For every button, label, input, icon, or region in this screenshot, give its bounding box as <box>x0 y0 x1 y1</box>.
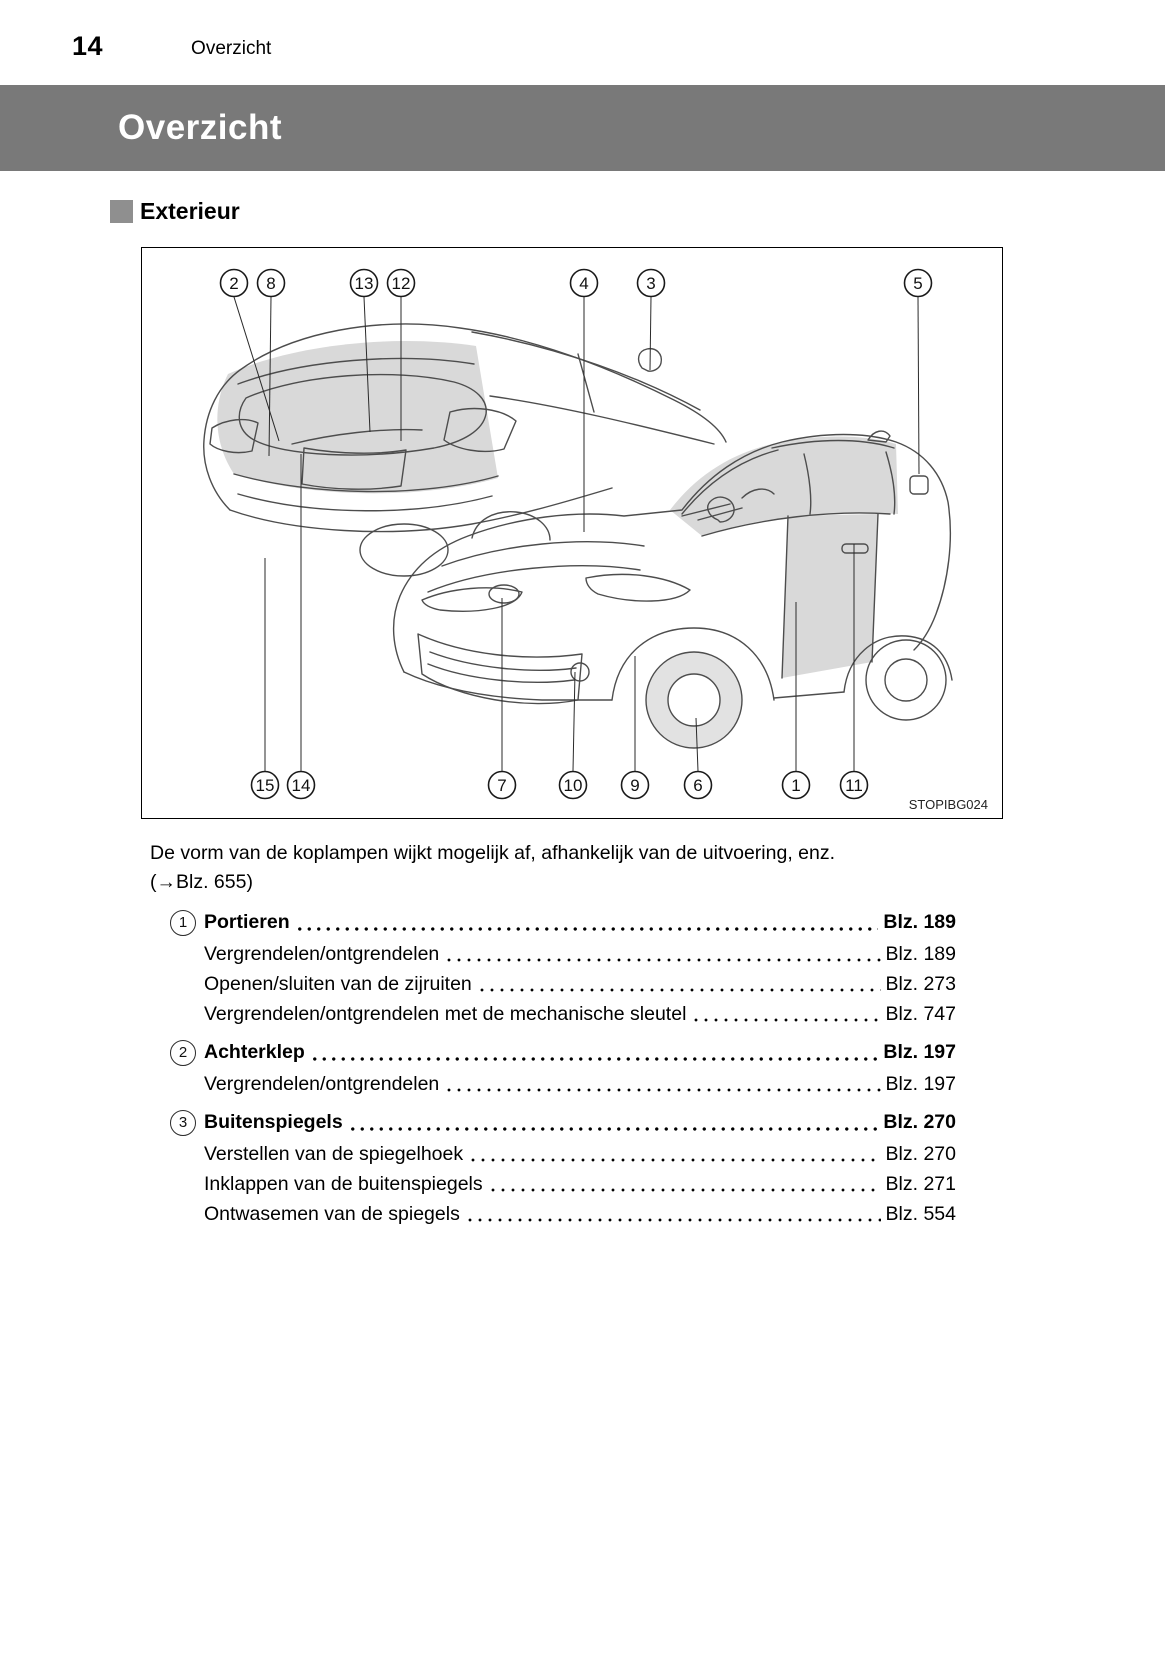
item-number-circle: 2 <box>170 1039 196 1066</box>
sub-item-page-ref: Blz. 197 <box>885 1072 956 1095</box>
sub-item-page-ref: Blz. 271 <box>885 1172 956 1195</box>
svg-text:12: 12 <box>392 274 411 293</box>
sub-item-page-ref: Blz. 189 <box>885 942 956 965</box>
sub-item-label: Ontwasemen van de spiegels <box>204 1202 460 1225</box>
toc-sub-row: Verstellen van de spiegelhoek Blz. 270 <box>204 1143 956 1166</box>
sub-item-page-ref: Blz. 554 <box>885 1202 956 1225</box>
item-page-ref: Blz. 197 <box>883 1041 956 1063</box>
figure-callout-bottom-4: 10 <box>558 770 588 800</box>
exterior-diagram-box: 2 8 13 12 4 3 <box>141 247 1003 819</box>
svg-text:8: 8 <box>266 274 275 293</box>
figure-callout-top-7: 5 <box>903 268 933 298</box>
figure-callout-bottom-3: 7 <box>487 770 517 800</box>
running-header: 14 Overzicht <box>0 0 1165 76</box>
chapter-banner: Overzicht <box>0 85 1165 171</box>
figure-callout-top-1: 2 <box>219 268 249 298</box>
item-number-circle: 1 <box>170 909 196 936</box>
item-page-ref: Blz. 270 <box>883 1111 956 1133</box>
item-number-circle: 3 <box>170 1109 196 1136</box>
figure-note-ref: (→Blz. 655) <box>150 871 253 894</box>
section-bullet-square-icon <box>110 200 133 223</box>
toc-main-row: 3 Buitenspiegels Blz. 270 <box>170 1109 956 1136</box>
dot-leader <box>476 974 881 994</box>
toc-sub-row: Ontwasemen van de spiegels Blz. 554 <box>204 1203 956 1226</box>
svg-text:9: 9 <box>630 776 639 795</box>
toc-group-portieren: 1 Portieren Blz. 189 Vergrendelen/ontgre… <box>170 909 956 1026</box>
sub-item-label: Verstellen van de spiegelhoek <box>204 1142 464 1165</box>
figure-callout-top-5: 4 <box>569 268 599 298</box>
sub-item-page-ref: Blz. 273 <box>885 972 956 995</box>
svg-text:10: 10 <box>564 776 583 795</box>
svg-text:3: 3 <box>646 274 655 293</box>
figure-callout-bottom-8: 11 <box>839 770 869 800</box>
figure-callout-top-4: 12 <box>386 268 416 298</box>
manual-page: 14 Overzicht Overzicht Exterieur <box>0 0 1165 1226</box>
figure-callout-bottom-1: 15 <box>250 770 280 800</box>
dot-leader <box>347 1112 879 1133</box>
sub-item-page-ref: Blz. 747 <box>885 1002 956 1025</box>
front-car-drawing <box>392 430 953 749</box>
running-header-title: Overzicht <box>191 38 272 60</box>
figure-callout-top-3: 13 <box>349 268 379 298</box>
callout-circles-bottom: 15 14 7 10 9 6 <box>250 770 869 800</box>
section-title: Exterieur <box>140 198 240 224</box>
svg-text:1: 1 <box>791 776 800 795</box>
rear-car-drawing <box>203 323 727 577</box>
figure-callout-bottom-5: 9 <box>620 770 650 800</box>
item-page-ref: Blz. 189 <box>883 911 956 933</box>
dot-leader <box>468 1144 881 1164</box>
car-exterior-figure: 2 8 13 12 4 3 <box>203 268 988 812</box>
toc-sub-row: Inklappen van de buitenspiegels Blz. 271 <box>204 1173 956 1196</box>
callout-leader-lines <box>233 296 920 772</box>
sub-item-page-ref: Blz. 270 <box>885 1142 956 1165</box>
figure-note-text: De vorm van de koplampen wijkt mogelijk … <box>150 842 836 864</box>
toc-sub-row: Openen/sluiten van de zijruiten Blz. 273 <box>204 973 956 996</box>
section-heading: Exterieur <box>110 198 1165 225</box>
toc-sub-row: Vergrendelen/ontgrendelen Blz. 189 <box>204 943 956 966</box>
dot-leader <box>487 1174 881 1194</box>
sub-item-label: Openen/sluiten van de zijruiten <box>204 972 472 995</box>
chapter-title: Overzicht <box>118 108 282 147</box>
dot-leader <box>309 1042 879 1063</box>
figure-callout-bottom-2: 14 <box>286 770 316 800</box>
figure-callout-bottom-6: 6 <box>683 770 713 800</box>
figure-code: STOPIBG024 <box>909 797 988 812</box>
sub-item-label: Inklappen van de buitenspiegels <box>204 1172 483 1195</box>
figure-callout-top-6: 3 <box>636 268 666 298</box>
item-title: Portieren <box>204 911 290 933</box>
toc-main-row: 2 Achterklep Blz. 197 <box>170 1039 956 1066</box>
toc-group-buitenspiegels: 3 Buitenspiegels Blz. 270 Verstellen van… <box>170 1109 956 1226</box>
page-content: Exterieur <box>0 198 1165 1226</box>
callout-circles-top: 2 8 13 12 4 3 <box>219 268 933 298</box>
svg-text:13: 13 <box>355 274 374 293</box>
figure-callout-bottom-7: 1 <box>781 770 811 800</box>
svg-text:5: 5 <box>913 274 922 293</box>
sub-item-label: Vergrendelen/ontgrendelen <box>204 942 440 965</box>
exterior-index-list: 1 Portieren Blz. 189 Vergrendelen/ontgre… <box>170 909 956 1226</box>
svg-text:7: 7 <box>497 776 506 795</box>
dot-leader <box>444 1074 881 1094</box>
sub-item-label: Vergrendelen/ontgrendelen met de mechani… <box>204 1002 687 1025</box>
toc-group-achterklep: 2 Achterklep Blz. 197 Vergrendelen/ontgr… <box>170 1039 956 1096</box>
svg-text:6: 6 <box>693 776 702 795</box>
svg-text:11: 11 <box>845 776 863 795</box>
dot-leader <box>444 944 881 964</box>
dot-leader <box>691 1004 881 1024</box>
figure-note: De vorm van de koplampen wijkt mogelijk … <box>150 839 970 898</box>
svg-text:15: 15 <box>256 776 275 795</box>
figure-callout-top-2: 8 <box>256 268 286 298</box>
svg-text:2: 2 <box>229 274 238 293</box>
sub-item-label: Vergrendelen/ontgrendelen <box>204 1072 440 1095</box>
svg-text:14: 14 <box>292 776 311 795</box>
dot-leader <box>464 1204 881 1224</box>
svg-text:4: 4 <box>579 274 588 293</box>
item-title: Buitenspiegels <box>204 1111 343 1133</box>
page-number: 14 <box>72 31 104 61</box>
toc-sub-row: Vergrendelen/ontgrendelen Blz. 197 <box>204 1073 956 1096</box>
item-title: Achterklep <box>204 1041 305 1063</box>
toc-sub-row: Vergrendelen/ontgrendelen met de mechani… <box>204 1003 956 1026</box>
dot-leader <box>294 912 879 933</box>
toc-main-row: 1 Portieren Blz. 189 <box>170 909 956 936</box>
